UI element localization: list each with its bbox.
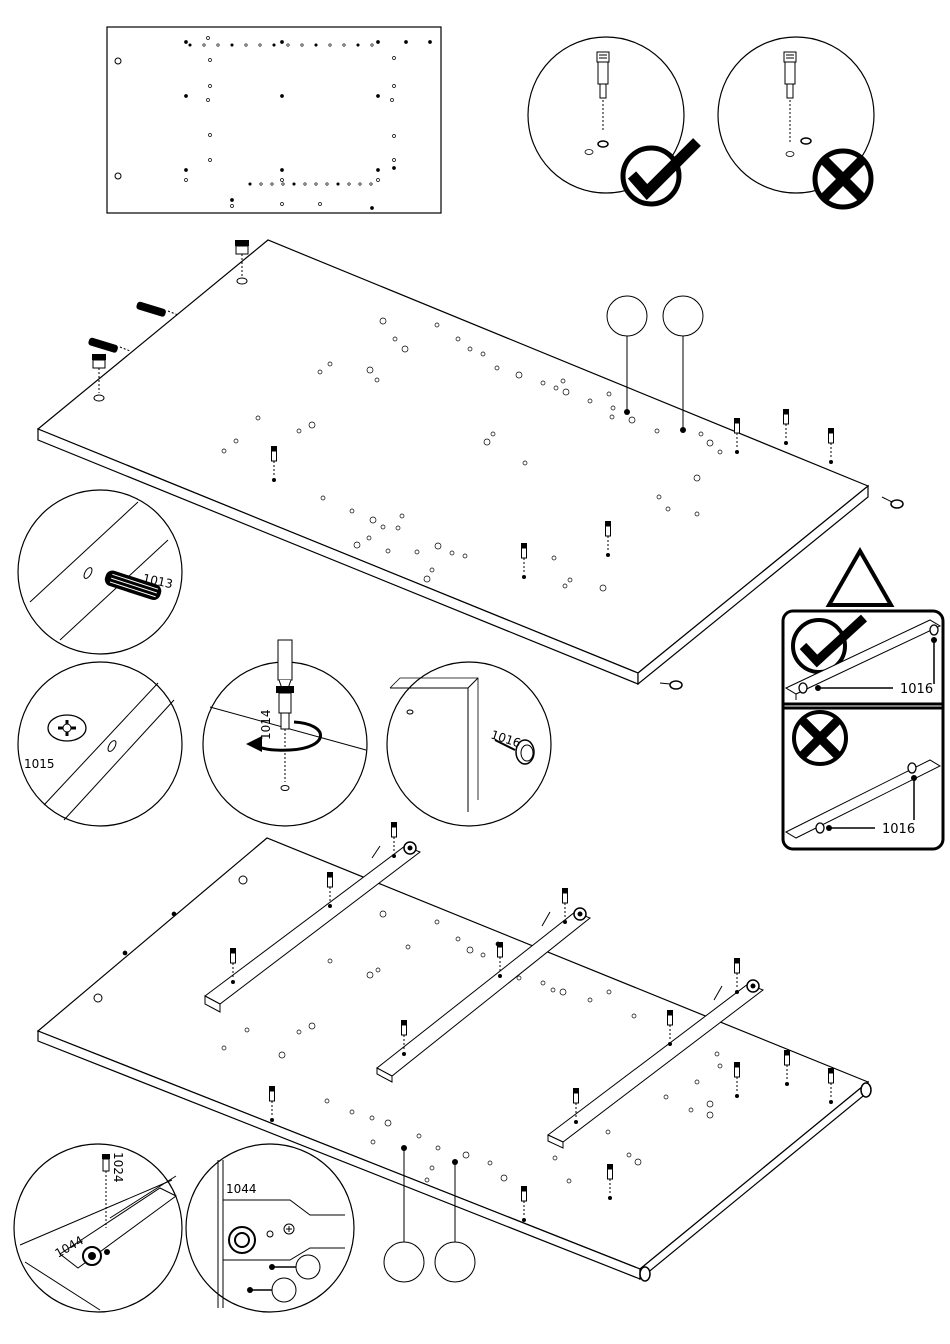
correct-insertion-callout [528,37,697,204]
drill-hole [185,169,188,172]
drill-hole [231,199,234,202]
detail-cam-1015: 1015 [18,662,182,826]
drill-hole [377,169,380,172]
drill-hole [315,44,317,46]
drill-hole [377,41,380,44]
warning-part-label-incorrect: 1016 [882,822,915,837]
drill-hole [185,95,188,98]
drill-hole [185,41,188,44]
main-panel-drawing [38,240,903,689]
drill-hole [123,951,127,955]
drill-hole [281,95,284,98]
incorrect-insertion-callout [718,37,874,207]
drill-hole [231,44,233,46]
check-mark-icon [623,142,697,204]
cross-mark-icon [794,712,846,764]
drill-hole [172,912,176,916]
drill-hole [337,183,339,185]
hole-layout-drawing [107,27,441,213]
drill-hole [293,183,295,185]
detail-rail-holes-1044: 1044 [186,1144,354,1312]
drill-hole [249,183,251,185]
warning-part-label-correct: 1016 [900,682,933,697]
drill-hole [281,41,284,44]
glide-orientation-warning: 1016 1016 [783,551,943,849]
drill-hole [189,44,191,46]
detail-cam-dowel-1014: 1014 [203,640,367,826]
drill-hole [429,41,432,44]
cross-mark-icon [815,151,871,207]
part-label-1014: 1014 [259,709,273,740]
drill-hole [377,95,380,98]
warning-triangle-icon [829,551,891,605]
part-label-1024: 1024 [111,1152,125,1183]
detail-dowel-1013: 1013 [18,490,182,654]
drill-hole [371,207,374,210]
drill-hole [273,44,275,46]
detail-glide-1016: 1016 [387,662,551,826]
drill-hole [393,167,396,170]
detail-rail-screw-1024: 1024 1044 [14,1144,182,1312]
drill-hole [281,169,284,172]
drill-hole [405,41,408,44]
part-label-1015: 1015 [24,757,55,771]
part-label-1044-b: 1044 [226,1182,257,1196]
drill-hole [357,44,359,46]
